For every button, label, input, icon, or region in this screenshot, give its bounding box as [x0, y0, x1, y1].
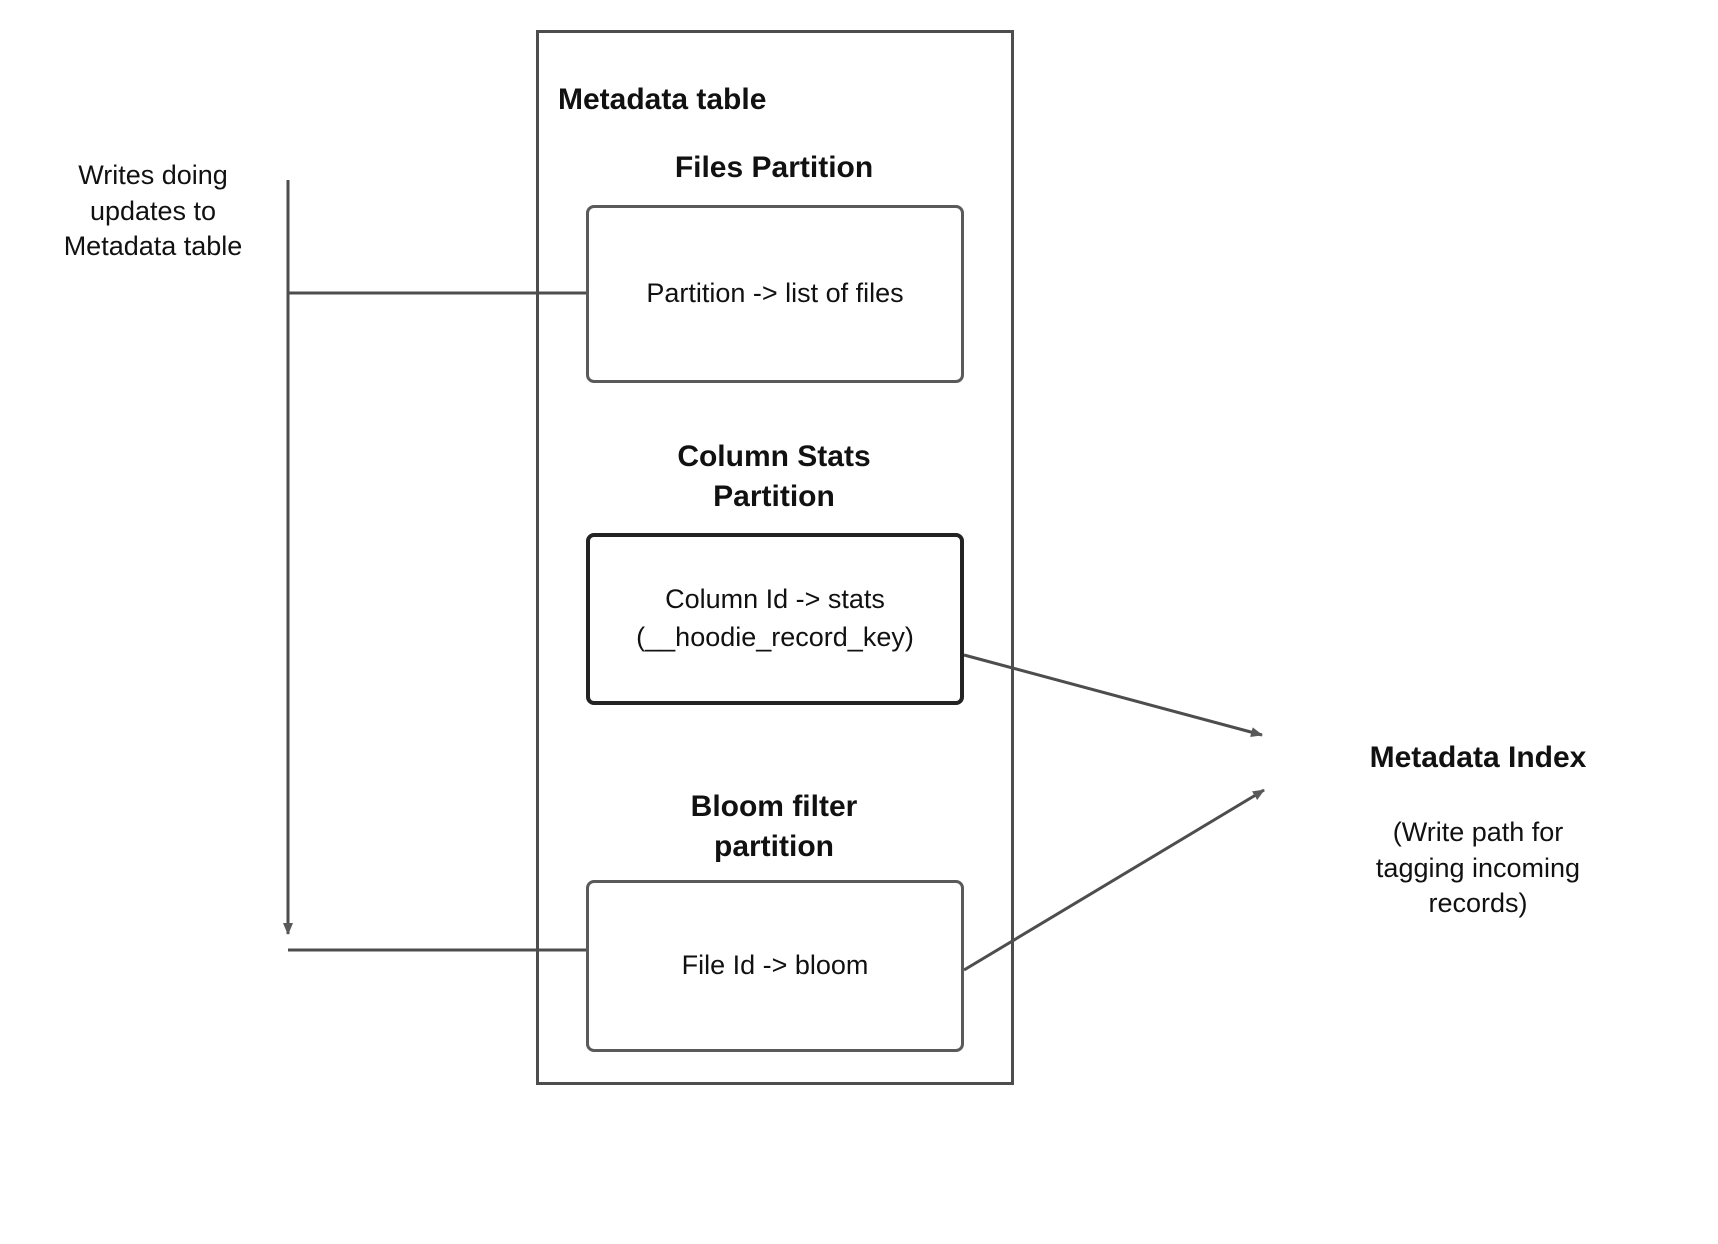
metadata-index-note: (Write path for tagging incoming records…	[1375, 817, 1581, 919]
bloom-to-index-arrow	[963, 788, 1265, 972]
writes-updates-note: Writes doing updates to Metadata table	[63, 160, 243, 262]
column-stats-partition-box: Column Id -> stats (__hoodie_record_key)	[586, 533, 964, 705]
bloom-filter-partition-box-text: File Id -> bloom	[681, 950, 869, 981]
bloom-filter-partition-box: File Id -> bloom	[586, 880, 964, 1052]
metadata-index-title: Metadata Index	[1369, 741, 1587, 774]
files-partition-box: Partition -> list of files	[586, 205, 964, 383]
column-stats-partition-box-text: Column Id -> stats (__hoodie_record_key)	[636, 584, 914, 652]
bloom-filter-partition-heading: Bloom filter partition	[690, 790, 858, 863]
column-stats-partition-heading: Column Stats Partition	[677, 440, 871, 513]
files-partition-box-text: Partition -> list of files	[646, 278, 904, 309]
metadata-table-container	[536, 30, 1014, 1085]
metadata-table-title: Metadata table	[558, 83, 767, 116]
files-partition-heading: Files Partition	[674, 151, 874, 184]
